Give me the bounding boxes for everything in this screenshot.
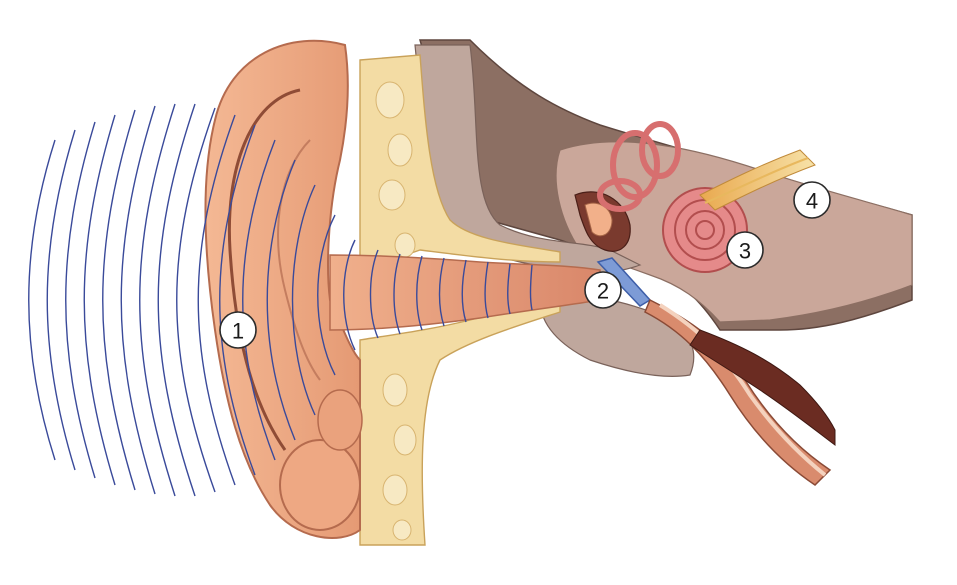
callout-4-label: 4 xyxy=(806,189,818,214)
callout-1: 1 xyxy=(219,311,257,349)
malleus xyxy=(584,202,613,237)
cartilage-lower xyxy=(359,299,561,546)
bone-marrow-pockets xyxy=(375,81,417,541)
lower-temporal-bone xyxy=(539,295,695,377)
semicircular-canals xyxy=(597,121,681,212)
cochlea xyxy=(662,187,748,273)
callout-4: 4 xyxy=(793,181,831,219)
tragus xyxy=(317,389,363,451)
callout-2-label: 2 xyxy=(597,279,609,304)
helix-fold xyxy=(227,88,301,451)
callout-1-label: 1 xyxy=(232,319,244,344)
eustachian-inner xyxy=(658,303,827,477)
earlobe xyxy=(279,439,361,531)
sound-waves xyxy=(28,103,533,497)
callout-2: 2 xyxy=(584,271,622,309)
auditory-nerve-strand xyxy=(704,157,809,204)
eustachian-outline xyxy=(689,329,836,447)
callout-3-label: 3 xyxy=(739,239,751,264)
callout-3: 3 xyxy=(726,231,764,269)
